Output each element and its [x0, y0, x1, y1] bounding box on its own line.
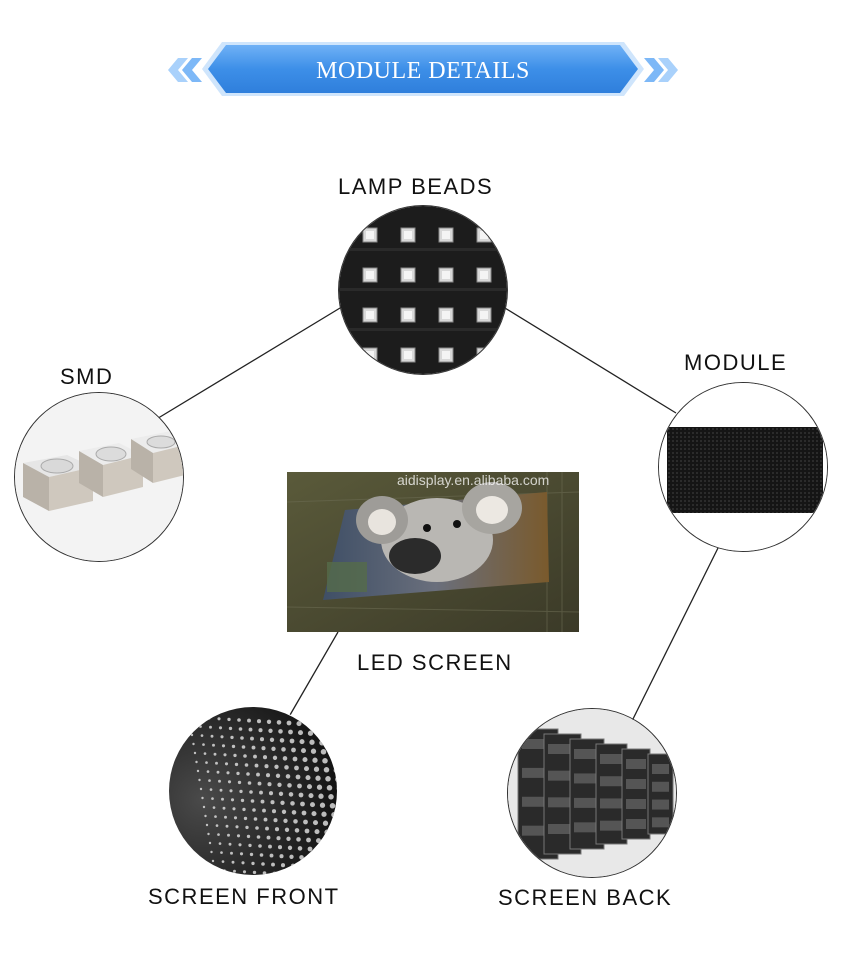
screen-front-image — [168, 706, 338, 876]
banner-title: MODULE DETAILS — [316, 58, 530, 84]
screen-back-label: SCREEN BACK — [498, 885, 673, 910]
led-screen-image: aidisplay.en.alibaba.com — [287, 472, 579, 632]
section-banner: MODULE DETAILS — [160, 36, 686, 102]
led-screen-label: LED SCREEN — [357, 650, 513, 675]
module-image — [658, 382, 828, 552]
chevron-right-icon — [644, 58, 678, 82]
lamp-beads-label: LAMP BEADS — [338, 174, 494, 199]
lamp-beads-image — [338, 205, 508, 375]
smd-label: SMD — [60, 364, 114, 389]
module-label: MODULE — [684, 350, 788, 375]
watermark-text: aidisplay.en.alibaba.com — [397, 472, 550, 488]
screen-front-label: SCREEN FRONT — [148, 884, 340, 909]
smd-image — [14, 392, 184, 562]
chevron-left-icon — [168, 58, 202, 82]
screen-back-image — [507, 708, 677, 878]
